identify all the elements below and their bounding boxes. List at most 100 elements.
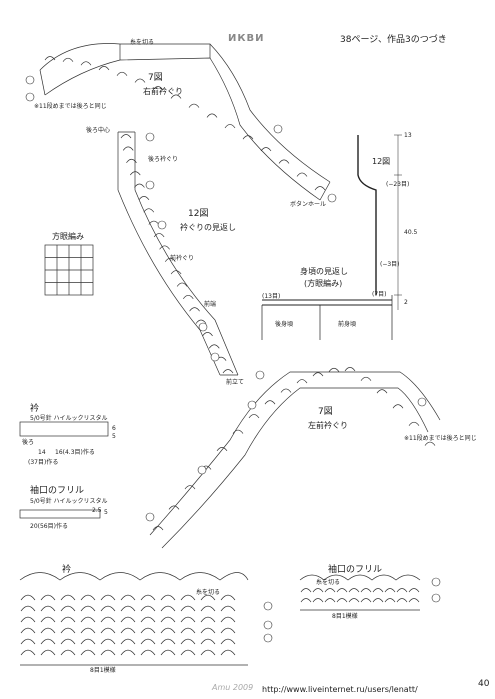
footer-watermark: Amu 2009 [212,683,254,692]
stitch-mark [40,616,56,623]
cuff-20: 20(56目)作る [30,523,68,530]
stitch-mark [140,605,156,612]
stitch-mark [170,94,182,99]
stitch-mark [189,307,200,312]
row-marker [210,352,220,362]
stitch-mark [80,616,96,623]
cuff-chart [299,574,421,611]
stitch-mark [264,400,276,405]
collar-spec-rect [19,421,109,437]
stitch-mark [116,71,128,76]
stitch-mark [140,649,156,656]
stitch-mark [140,638,156,645]
fig7-right-subtitle: 右前衿ぐり [143,87,183,96]
row-marker [263,620,273,630]
bodice-facing-line1: 身頃の見返し [300,267,348,276]
stitch-mark [20,649,36,656]
fig7-right-title: 7図 [148,73,163,83]
stitch-mark [120,649,136,656]
left-front-neckline-diagram [149,367,441,549]
dim-minus23: (−23目) [386,181,410,188]
dim-minus3: (−3目) [380,261,400,268]
collar-14: 14 [38,449,46,456]
stitch-mark [200,649,216,656]
stitch-mark [408,598,420,603]
stitch-mark [120,638,136,645]
stitch-mark [134,183,145,188]
stitch-mark [180,616,196,623]
stitch-mark [384,598,396,603]
stitch-mark [176,282,188,287]
stitch-mark [296,379,308,384]
stitch-mark [182,294,194,299]
stitch-mark [408,588,420,593]
stitch-mark [208,344,220,349]
stitch-mark [360,376,372,381]
stitch-mark [100,616,116,623]
stitch-mark [60,594,76,601]
stitch-mark [396,588,408,593]
stitch-mark [336,588,348,593]
stitch-mark [100,627,116,634]
stitch-mark [220,616,236,623]
stitch-mark [348,588,360,593]
stitch-mark [60,605,76,612]
stitch-mark [260,147,272,152]
cuff-chart-repeat: 8目1模様 [332,613,358,620]
stitch-mark [278,159,290,164]
stitch-mark [220,605,236,612]
stitch-mark [232,429,244,434]
stitch-mark [122,146,134,151]
stitch-mark [216,447,228,452]
stitch-mark [159,245,170,250]
stitch-mark [120,627,136,634]
row-marker [431,577,441,587]
back-body-label: 後身頃 [275,321,294,328]
stitch-mark [160,638,176,645]
stitch-mark [44,56,56,61]
cut-thread-label: 糸を切る [130,39,155,46]
mesh-swatch [44,244,94,296]
stitch-mark [120,605,136,612]
stitch-mark [180,638,196,645]
stitch-mark [336,598,348,603]
stitch-mark [184,485,196,490]
stitch-mark [202,332,213,337]
cuff-spec-rect [19,509,101,519]
stitch-mark [164,257,176,262]
stitch-mark [224,124,236,129]
stitch-mark [152,86,164,91]
stitch-mark [300,588,312,593]
stitch-mark [180,605,196,612]
stitch-mark [200,638,216,645]
stitch-mark [80,638,96,645]
cuff-chart-title: 袖口のフリル [328,565,383,575]
front-stand-label: 前立て [226,379,245,386]
row-marker [145,512,155,522]
stitch-mark [152,526,164,531]
stitch-mark [100,605,116,612]
right-front-neckline-diagram [39,43,331,201]
front-body-label: 前身頃 [338,321,357,328]
stitch-mark [360,598,372,603]
stitch-mark [200,627,216,634]
cuff-chart-cut: 糸を切る [316,579,341,586]
stitch-mark [80,605,96,612]
stitch-mark [168,505,180,510]
dim-13st: (13目) [262,293,281,300]
stitch-mark [180,627,196,634]
stitch-mark [314,186,326,191]
stitch-mark [60,649,76,656]
stitch-mark [134,78,146,83]
stitch-mark [60,616,76,623]
row-marker [273,124,283,134]
stitch-mark [372,588,384,593]
stitch-mark [180,594,196,601]
stitch-mark [300,598,312,603]
stitch-mark [80,649,96,656]
cuff-spec-needle: 5/0号針 ハイルックリスタル [30,498,108,505]
stitch-mark [248,414,260,419]
fig7-left-subtitle: 左前衿ぐり [308,421,348,430]
dim-13: 13 [404,132,412,139]
row-marker [247,400,257,410]
